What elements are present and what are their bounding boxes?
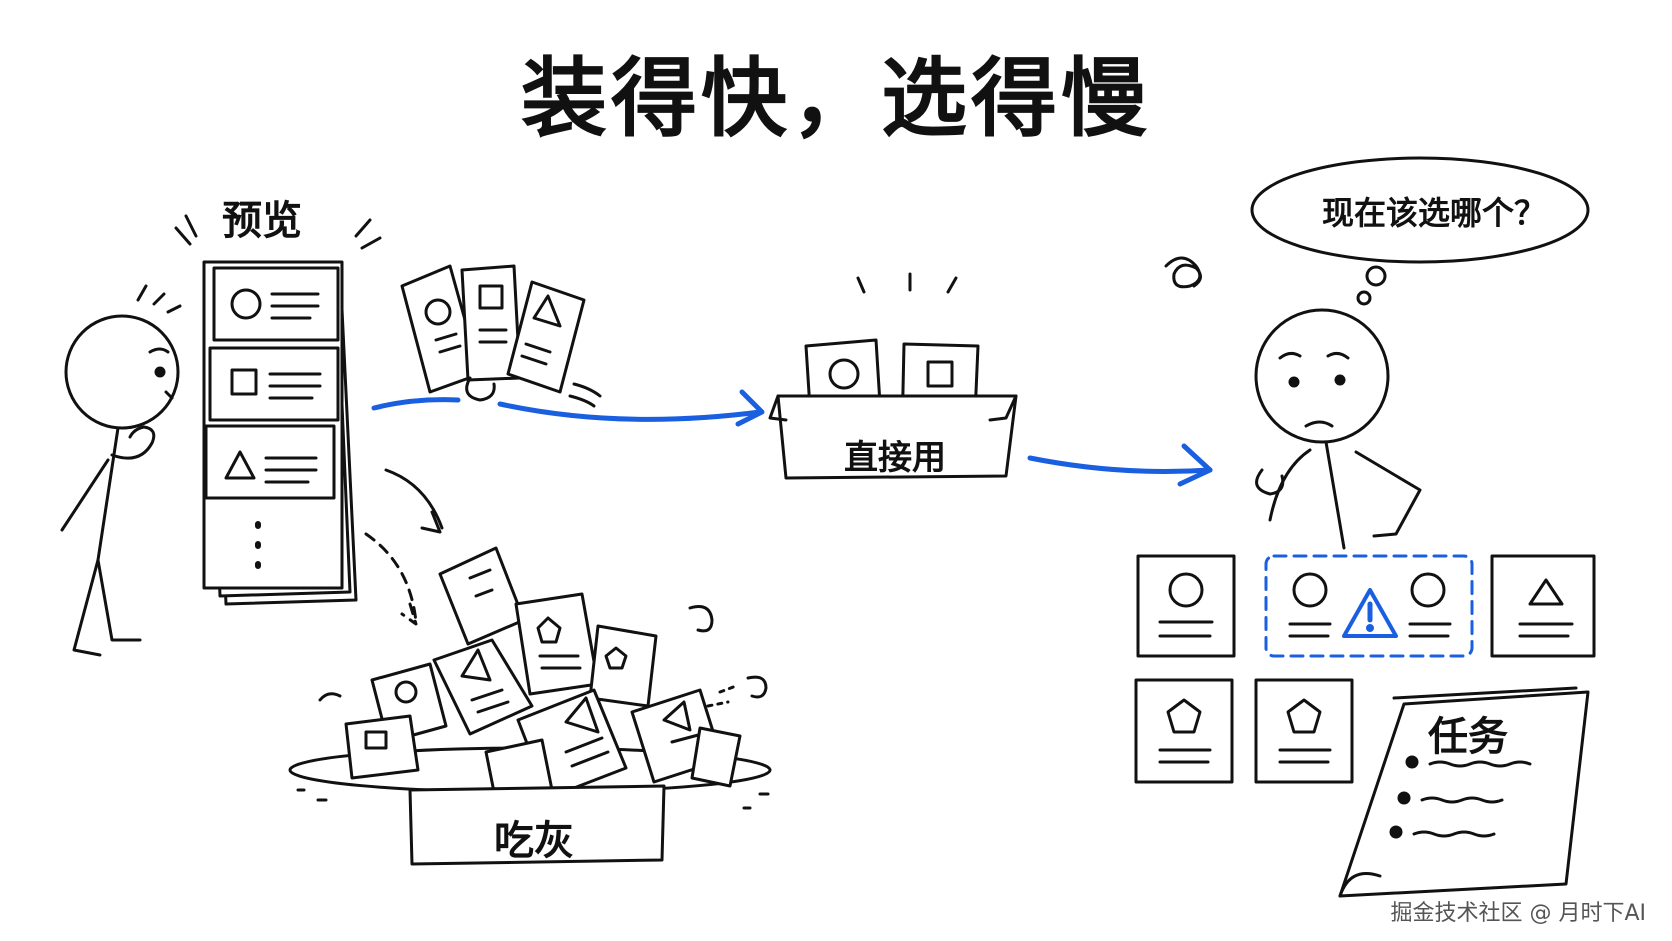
preview-label: 预览 (222, 198, 302, 244)
dust-heap (288, 468, 772, 866)
watermark: 掘金技术社区 @ 月时下AI (1390, 901, 1646, 926)
page-title: 装得快，选得慢 (521, 49, 1151, 149)
task-document (1338, 686, 1590, 898)
direct-use-label: 直接用 (844, 438, 946, 478)
flow-arrows (371, 389, 1213, 487)
thought-bubble-text: 现在该选哪个？ (1322, 194, 1547, 232)
task-label: 任务 (1428, 714, 1508, 760)
selected-cards-fan (400, 264, 602, 408)
preview-card-stack (174, 214, 382, 606)
direct-use-box (768, 272, 1018, 480)
option-card-grid (1134, 554, 1596, 784)
stick-figure-left (60, 284, 182, 657)
dust-label: 吃灰 (494, 818, 574, 864)
stick-figure-right (1164, 256, 1422, 550)
thought-bubble (1250, 156, 1590, 306)
